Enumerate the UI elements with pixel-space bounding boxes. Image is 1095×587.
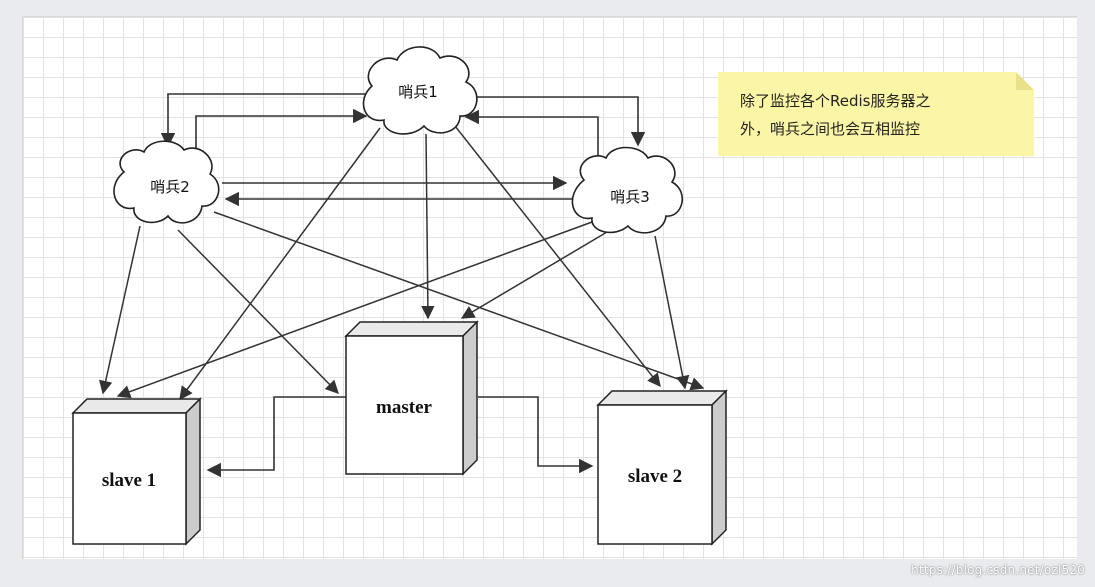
link-s1-to-slave1 (179, 127, 381, 401)
monitor-links (99, 125, 705, 401)
slave-2-server-box[interactable]: slave 2 (596, 389, 728, 546)
slave-1-label: slave 1 (102, 470, 156, 491)
sentinel-1-cloud[interactable]: 哨兵1 (362, 46, 478, 135)
link-s3-to-slave1 (116, 221, 593, 399)
note-line-1: 除了监控各个Redis服务器之 (740, 92, 930, 110)
link-master-to-slave2 (478, 396, 594, 474)
slave-2-label: slave 2 (628, 466, 682, 487)
link-s3-to-slave2 (654, 235, 690, 390)
link-s3-to-s1 (464, 109, 599, 160)
link-s3-to-master (460, 231, 608, 319)
note-card[interactable]: 除了监控各个Redis服务器之 外，哨兵之间也会互相监控 (718, 72, 1034, 156)
link-s2-to-s1 (195, 108, 368, 158)
link-s1-to-s2 (160, 93, 366, 148)
link-s1-to-master (421, 133, 435, 320)
link-s1-to-slave2 (454, 125, 661, 388)
link-s2-to-master (177, 229, 339, 394)
slave-1-server-box[interactable]: slave 1 (71, 397, 202, 546)
sentinel-links (160, 93, 646, 207)
sentinel-3-label: 哨兵3 (610, 188, 650, 206)
sentinel-2-label: 哨兵2 (150, 178, 190, 196)
sentinel-2-cloud[interactable]: 哨兵2 (113, 140, 220, 224)
note-line-2: 外，哨兵之间也会互相监控 (740, 120, 920, 138)
link-master-to-slave1 (206, 396, 346, 478)
sentinel-3-cloud[interactable]: 哨兵3 (571, 146, 684, 234)
master-server-box[interactable]: master (344, 320, 479, 476)
link-s2-to-slave1 (99, 225, 141, 395)
link-s2-to-slave2 (213, 211, 705, 391)
link-s1-to-s3 (462, 96, 646, 147)
watermark-text: https://blog.csdn.net/ozl520 (911, 563, 1085, 577)
sentinel-1-label: 哨兵1 (398, 83, 438, 101)
replication-links (206, 396, 594, 478)
master-label: master (376, 397, 432, 418)
